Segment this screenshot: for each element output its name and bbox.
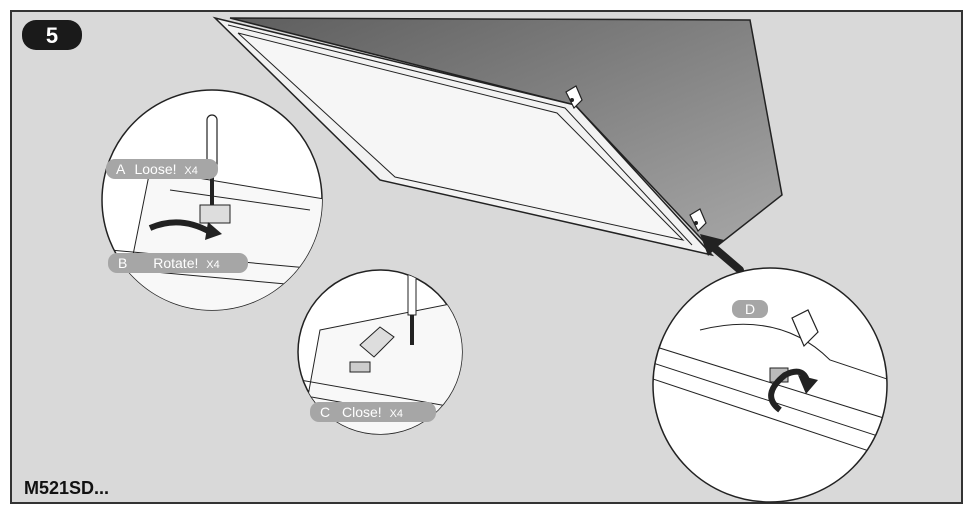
detail-circle-loosen (101, 89, 323, 311)
label-c-count: X4 (390, 408, 403, 420)
label-a-count: X4 (184, 165, 197, 177)
label-loosen: A Loose! X4 (106, 159, 218, 179)
label-c-text: Close! (342, 404, 382, 420)
label-a-letter: A (116, 161, 126, 177)
step-number: 5 (46, 23, 58, 48)
label-close: C Close! X4 (310, 402, 436, 422)
ceiling-panel (212, 16, 783, 274)
svg-text:A Loose! X4: A Loose! X4 (116, 161, 198, 177)
hinge-clip (689, 208, 707, 233)
label-b-text: Rotate! (153, 255, 198, 271)
svg-text:B Rotate! X4: B Rotate! X4 (118, 255, 220, 271)
label-a-text: Loose! (134, 161, 176, 177)
label-b-letter: B (118, 255, 127, 271)
label-hinge: D (732, 300, 768, 318)
pointer-arrow (700, 234, 744, 274)
label-d-letter: D (745, 301, 755, 317)
svg-text:C Close! X4: C Close! X4 (320, 404, 403, 420)
label-c-letter: C (320, 404, 330, 420)
step-badge: 5 (22, 20, 82, 50)
hinge-clip (565, 85, 583, 110)
label-rotate: B Rotate! X4 (108, 253, 248, 273)
label-b-count: X4 (206, 259, 219, 271)
model-number: M521SD... (24, 478, 110, 498)
detail-circle-hinge (652, 267, 888, 503)
